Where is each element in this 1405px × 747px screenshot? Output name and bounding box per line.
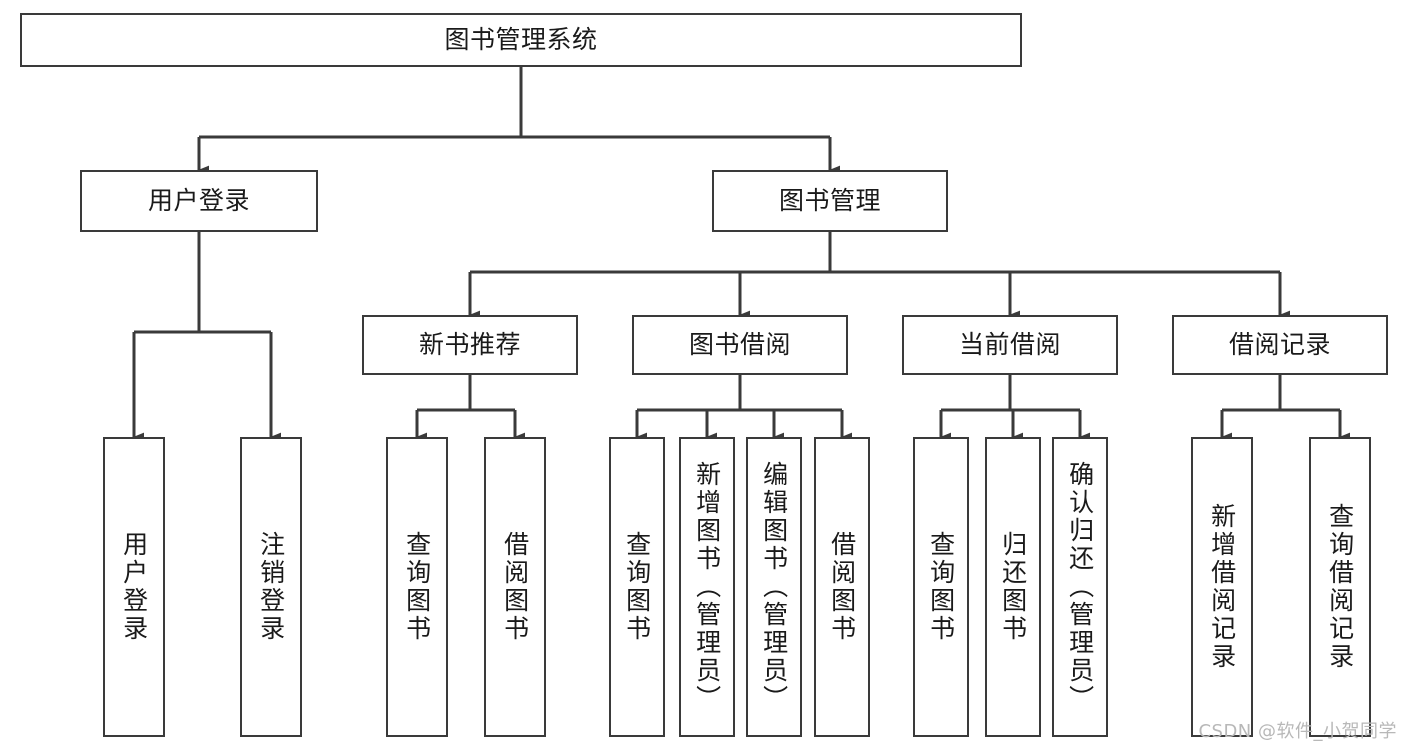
node-leaf-8[interactable]: 借阅图书 (814, 437, 870, 737)
node-label: 图书借阅 (688, 330, 791, 359)
edge-group (132, 67, 1351, 442)
node-label: 借阅图书 (827, 531, 857, 643)
node-login[interactable]: 用户登录 (80, 170, 318, 232)
node-label: 借阅记录 (1228, 330, 1331, 359)
node-label: 借阅图书 (500, 531, 530, 643)
node-newbook[interactable]: 新书推荐 (362, 315, 578, 375)
node-bookmgmt[interactable]: 图书管理 (712, 170, 948, 232)
node-label: 新增图书（管理员） (692, 461, 722, 713)
node-leaf-3[interactable]: 查询图书 (386, 437, 448, 737)
node-leaf-1[interactable]: 用户登录 (103, 437, 165, 737)
node-label: 查询图书 (402, 531, 432, 643)
node-leaf-7[interactable]: 编辑图书（管理员） (746, 437, 802, 737)
node-label: 新书推荐 (418, 330, 521, 359)
node-leaf-4[interactable]: 借阅图书 (484, 437, 546, 737)
node-label: 新增借阅记录 (1207, 503, 1237, 671)
node-leaf-13[interactable]: 查询借阅记录 (1309, 437, 1371, 737)
node-current[interactable]: 当前借阅 (902, 315, 1118, 375)
node-label: 图书管理系统 (444, 25, 598, 54)
node-label: 注销登录 (256, 531, 286, 643)
node-leaf-9[interactable]: 查询图书 (913, 437, 969, 737)
node-leaf-6[interactable]: 新增图书（管理员） (679, 437, 735, 737)
node-leaf-12[interactable]: 新增借阅记录 (1191, 437, 1253, 737)
node-label: 用户登录 (119, 531, 149, 643)
node-label: 编辑图书（管理员） (759, 461, 789, 713)
node-borrow[interactable]: 图书借阅 (632, 315, 848, 375)
node-leaf-2[interactable]: 注销登录 (240, 437, 302, 737)
node-label: 用户登录 (147, 186, 250, 215)
node-label: 查询图书 (622, 531, 652, 643)
node-label: 归还图书 (998, 531, 1028, 643)
node-label: 当前借阅 (958, 330, 1061, 359)
node-root[interactable]: 图书管理系统 (20, 13, 1022, 67)
node-label: 确认归还（管理员） (1065, 461, 1095, 713)
watermark-label: CSDN @软件_小贺同学 (1198, 721, 1397, 742)
node-label: 查询图书 (926, 531, 956, 643)
node-leaf-10[interactable]: 归还图书 (985, 437, 1041, 737)
node-records[interactable]: 借阅记录 (1172, 315, 1388, 375)
node-leaf-5[interactable]: 查询图书 (609, 437, 665, 737)
node-leaf-11[interactable]: 确认归还（管理员） (1052, 437, 1108, 737)
node-label: 图书管理 (778, 186, 881, 215)
node-label: 查询借阅记录 (1325, 503, 1355, 671)
